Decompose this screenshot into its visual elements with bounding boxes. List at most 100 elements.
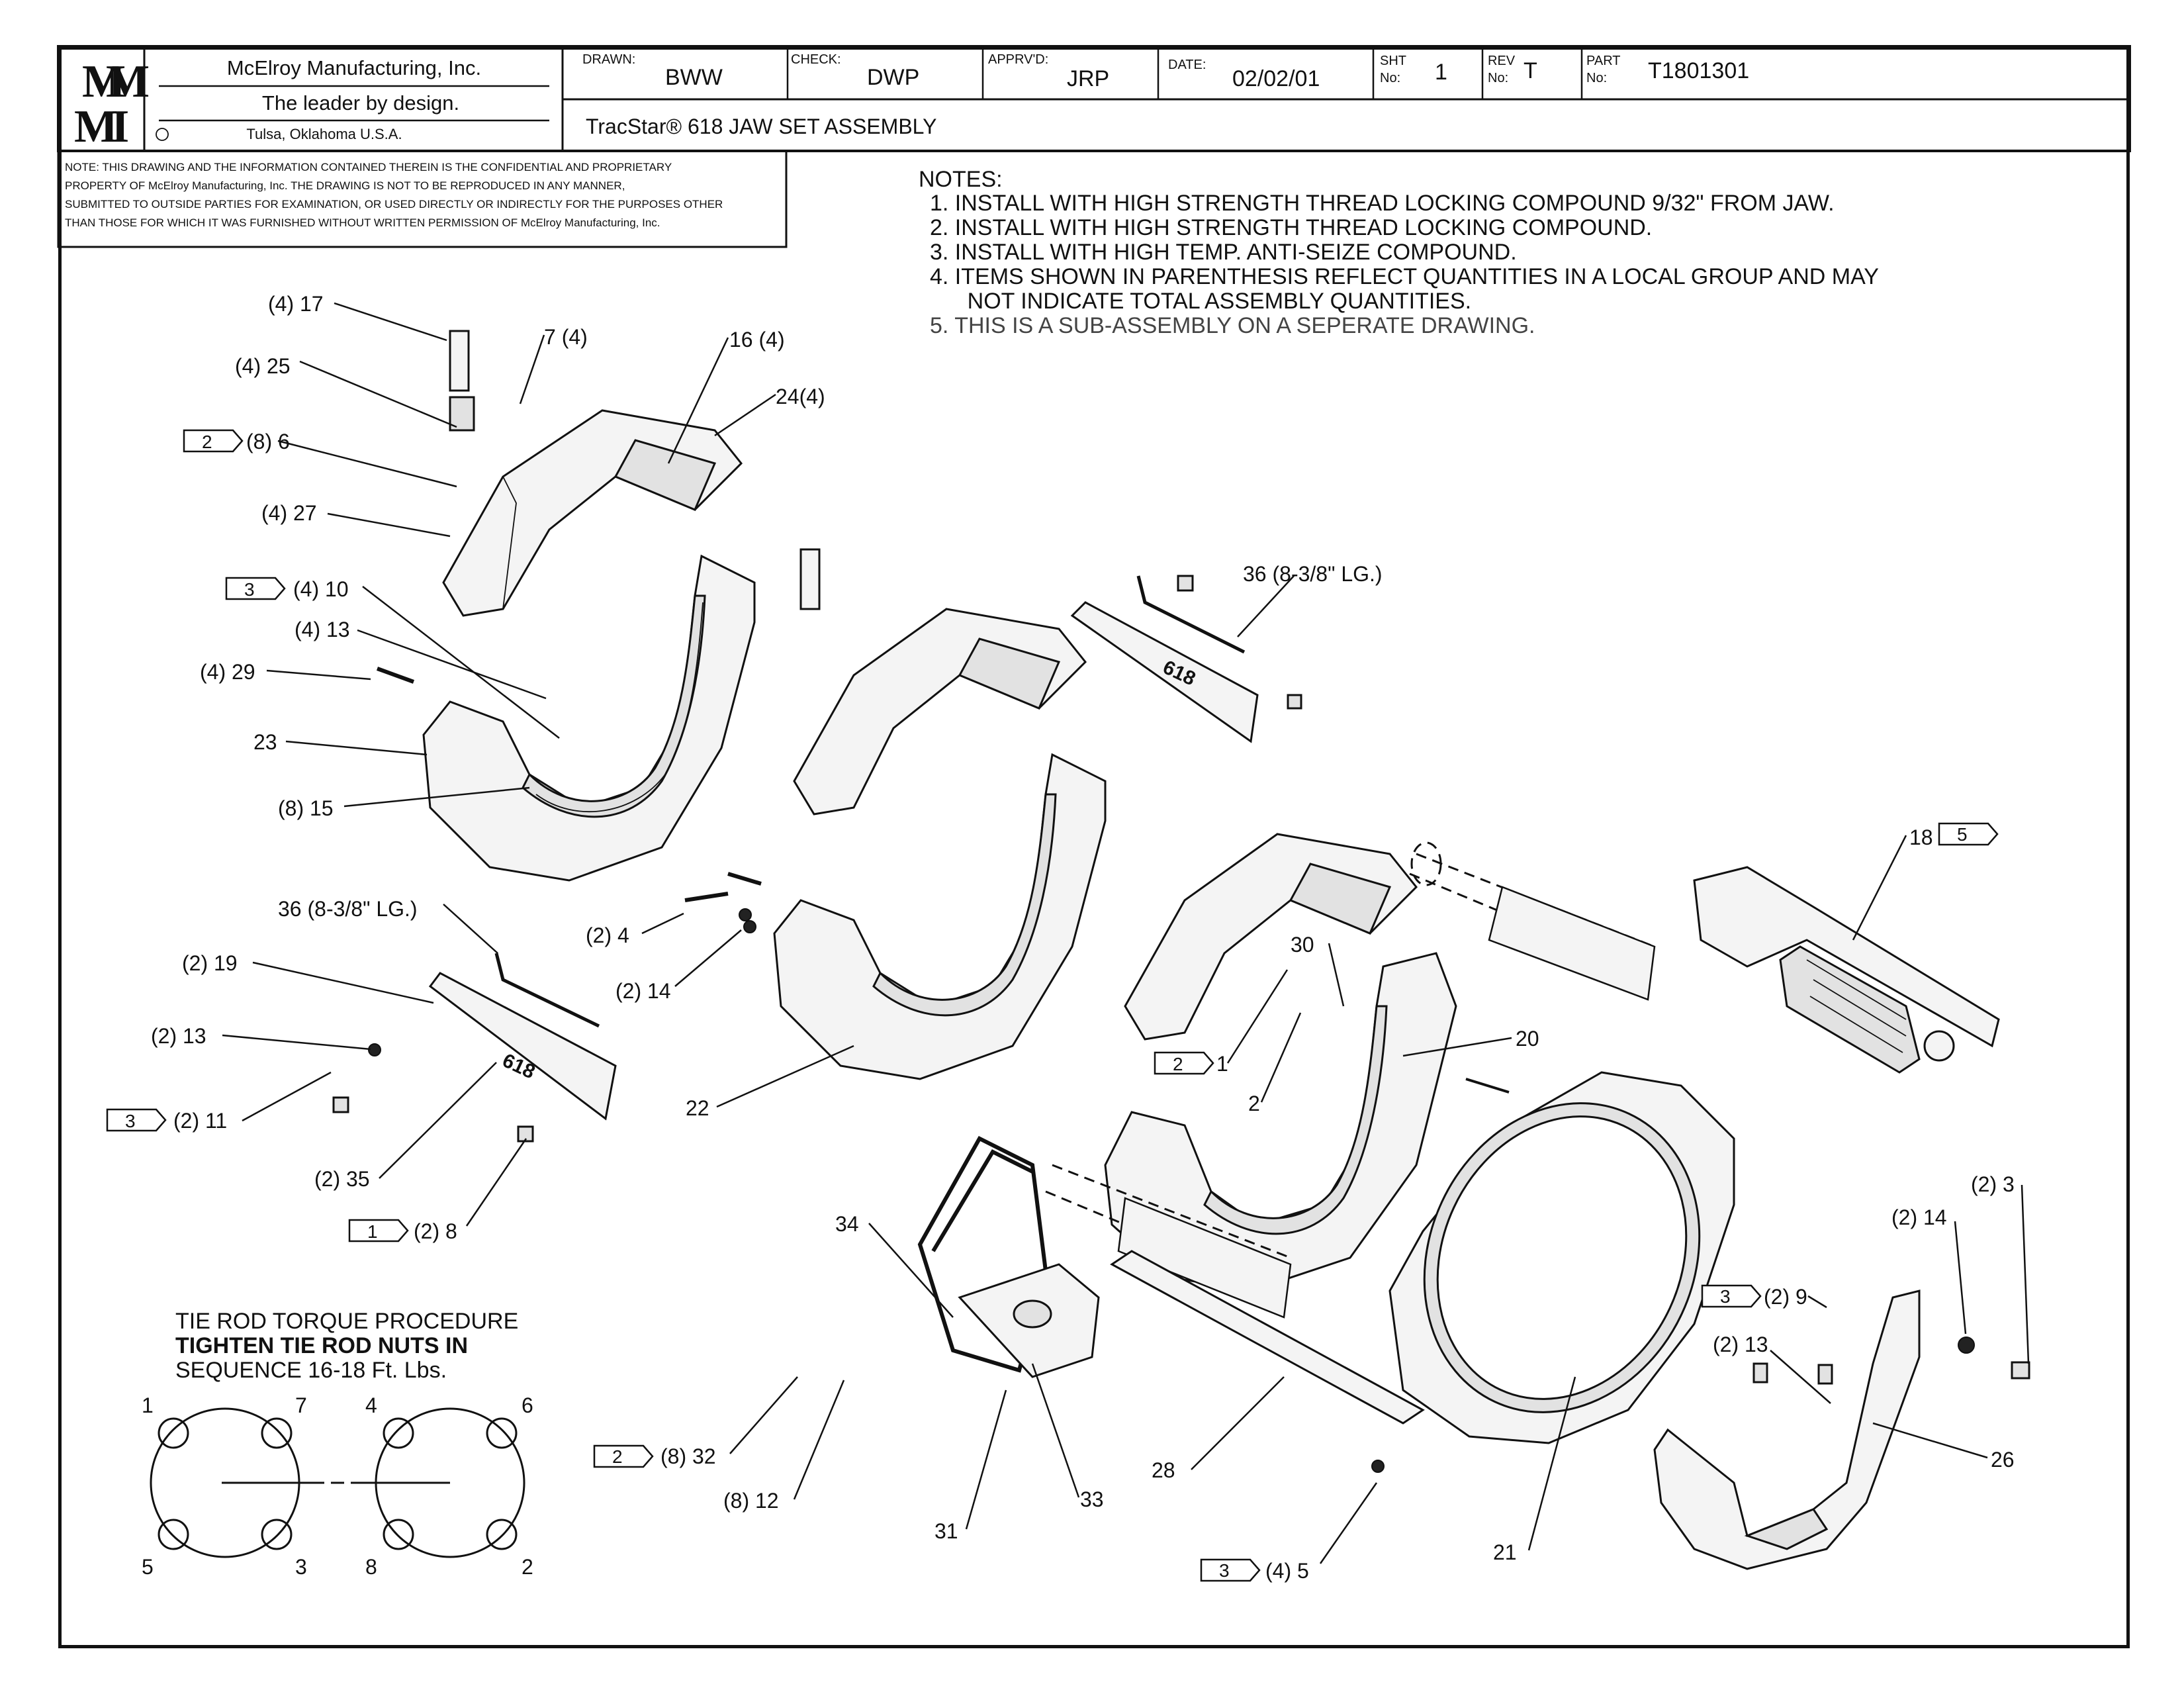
drawing-title: TracStar® 618 JAW SET ASSEMBLY: [586, 115, 936, 138]
callout-23: 23: [253, 730, 277, 754]
callout-13-b: (2) 13: [151, 1024, 206, 1048]
drawn-label: DRAWN:: [582, 52, 635, 67]
callout-20: 20: [1516, 1027, 1539, 1051]
check-value: DWP: [867, 65, 919, 90]
hardware-items: [332, 330, 2030, 1473]
flag-note-2-a-label: 2: [202, 432, 212, 452]
check-label: CHECK:: [791, 52, 841, 67]
torque-num-4: 4: [365, 1393, 377, 1417]
callout-35: (2) 35: [314, 1167, 370, 1191]
callout-13-c: (2) 13: [1713, 1333, 1768, 1356]
date-value: 02/02/01: [1232, 66, 1320, 91]
lower-jaw-middle: [773, 753, 1107, 1080]
leader-lines: [222, 302, 2030, 1564]
callout-6: (8) 6: [246, 430, 290, 453]
callout-22: 22: [686, 1096, 709, 1120]
flag-note-5-label: 5: [1957, 824, 1968, 845]
drawing-border: [58, 46, 2130, 1648]
sht-label: SHT: [1380, 54, 1406, 68]
upper-jaw-top-left: [442, 409, 743, 617]
callout-9: (2) 9: [1764, 1285, 1807, 1309]
flag-note-3-c: [1701, 1284, 1762, 1308]
flag-note-3-b: [106, 1108, 167, 1132]
part-value: T1801301: [1648, 58, 1749, 83]
callout-24: 24(4): [776, 385, 825, 408]
torque-line-2: TIGHTEN TIE ROD NUTS IN: [175, 1333, 468, 1358]
callout-28: 28: [1152, 1458, 1175, 1482]
identification-plate-upper: 618: [1070, 601, 1259, 743]
notes-heading: NOTES:: [919, 167, 1003, 192]
callout-32: (8) 32: [660, 1444, 716, 1468]
callout-15: (8) 15: [278, 796, 334, 820]
note-4-cont: NOT INDICATE TOTAL ASSEMBLY QUANTITIES.: [930, 289, 1471, 314]
callout-30: 30: [1291, 933, 1314, 957]
torque-num-6: 6: [522, 1393, 533, 1417]
apprvd-label: APPRV'D:: [988, 52, 1048, 67]
callout-10: (4) 10: [293, 577, 349, 601]
callout-5: (4) 5: [1265, 1559, 1309, 1583]
callout-12: (8) 12: [723, 1489, 779, 1513]
flag-note-3-b-label: 3: [125, 1111, 136, 1131]
torque-num-7: 7: [295, 1393, 307, 1417]
torque-procedure: TIE ROD TORQUE PROCEDURE TIGHTEN TIE ROD…: [142, 1309, 533, 1579]
callout-13-a: (4) 13: [295, 618, 350, 641]
callout-34: 34: [835, 1212, 859, 1236]
upper-jaw-right: [1124, 833, 1418, 1041]
callout-17: (4) 17: [268, 292, 324, 316]
callout-29: (4) 29: [200, 660, 255, 684]
confidential-line-3: SUBMITTED TO OUTSIDE PARTIES FOR EXAMINA…: [65, 198, 723, 211]
flag-note-3-c-label: 3: [1720, 1286, 1731, 1307]
logo-letter-m1b: M: [106, 56, 150, 107]
flag-note-5: [1938, 822, 1999, 846]
flag-note-2-c-label: 2: [612, 1446, 623, 1467]
part-no-label: No:: [1586, 71, 1607, 85]
callout-26: 26: [1991, 1448, 2015, 1472]
callout-7: 7 (4): [544, 325, 588, 349]
callout-3: (2) 3: [1971, 1172, 2015, 1196]
mmi-logo: M M I M: [66, 52, 150, 152]
callout-2: 2: [1248, 1092, 1260, 1115]
hydraulic-carriage: [1693, 866, 2000, 1074]
flag-note-3-a-label: 3: [244, 579, 255, 600]
flag-note-1: [348, 1219, 409, 1243]
cylinder-lower-dashed: [1045, 1164, 1292, 1319]
torque-num-5: 5: [142, 1555, 154, 1579]
callout-8: (2) 8: [414, 1219, 457, 1243]
identification-plate-left: 618: [428, 972, 617, 1121]
upper-jaw-middle: [793, 608, 1087, 816]
torque-num-3: 3: [295, 1555, 307, 1579]
part-label: PART: [1586, 54, 1621, 68]
callout-21: 21: [1493, 1540, 1517, 1564]
flag-note-1-label: 1: [367, 1221, 378, 1242]
registered-icon: [156, 128, 169, 141]
logo-letter-m1: M: [82, 56, 126, 107]
flag-note-2-a: [183, 429, 244, 453]
callout-27: (4) 27: [261, 501, 317, 525]
cylinder-upper-dashed: [1409, 841, 1656, 1001]
torque-line-1: TIE ROD TORQUE PROCEDURE: [175, 1309, 518, 1334]
date-label: DATE:: [1168, 58, 1206, 72]
flag-note-3-d-label: 3: [1219, 1560, 1230, 1581]
callout-4: (2) 4: [586, 923, 629, 947]
company-tagline: The leader by design.: [262, 91, 459, 115]
callout-1: 1: [1216, 1052, 1228, 1076]
torque-num-8: 8: [365, 1555, 377, 1579]
logo-letter-m2: M: [74, 101, 118, 152]
drawn-value: BWW: [665, 65, 723, 90]
note-1: 1. INSTALL WITH HIGH STRENGTH THREAD LOC…: [930, 191, 1835, 216]
flag-note-2-b: [1154, 1051, 1214, 1075]
base-bracket: [1653, 1289, 1921, 1570]
flag-note-2-c: [593, 1444, 654, 1468]
note-4: 4. ITEMS SHOWN IN PARENTHESIS REFLECT QU…: [930, 264, 1879, 289]
confidential-line-2: PROPERTY OF McElroy Manufacturing, Inc. …: [65, 179, 625, 192]
flag-note-3-d: [1200, 1558, 1261, 1582]
notes-block: NOTES: 1. INSTALL WITH HIGH STRENGTH THR…: [919, 167, 1879, 338]
apprvd-value: JRP: [1067, 66, 1109, 91]
tube-frame: [917, 1136, 1100, 1378]
callout-31: 31: [934, 1519, 958, 1543]
rev-value: T: [1524, 58, 1537, 83]
callouts: (4) 17 7 (4) 16 (4) (4) 25 24(4) 2 (8) 6…: [106, 292, 2015, 1583]
rev-no-label: No:: [1488, 71, 1508, 85]
callout-25: (4) 25: [235, 354, 291, 378]
